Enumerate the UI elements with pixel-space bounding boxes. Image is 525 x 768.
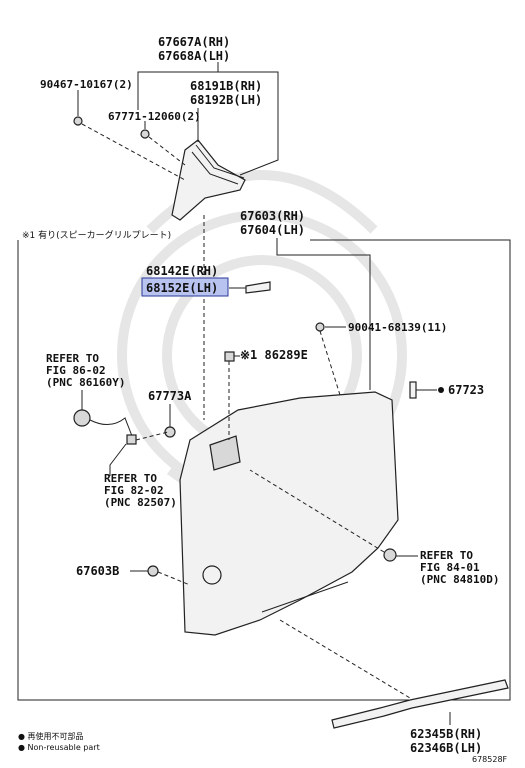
label-62346b: 62346B(LH) [410,741,482,755]
label-67603: 67603(RH) [240,209,305,223]
wire-harness [89,417,133,437]
leader-ref2 [109,443,127,476]
dash-lamp [249,469,385,553]
dash-67603b [157,571,191,586]
label-90467: 90467-10167(2) [40,78,133,91]
courtesy-lamp-part [383,548,397,562]
dash-clip2 [148,136,186,166]
label-67604: 67604(LH) [240,223,305,237]
speaker-part [73,409,91,427]
label-ref3-line2: FIG 84-01 [420,561,480,574]
label-90041: 90041-68139(11) [348,321,447,334]
door-trim-panel [179,391,399,636]
label-67667a: 67667A(RH) [158,35,230,49]
label-ref2-line2: FIG 82-02 [104,484,164,497]
legend-japanese: ● 再使用不可部品 [18,731,84,741]
weatherstrip-part [195,144,245,179]
legend-english: ● Non-reusable part [18,743,100,752]
clip-67771 [140,129,150,139]
clip-86289e [224,351,235,362]
panel-bottom-strip [261,581,349,613]
label-67668a: 67668A(LH) [158,49,230,63]
label-67603b: 67603B [76,564,119,578]
label-68192b: 68192B(LH) [190,93,262,107]
dash-connector [135,431,169,441]
clip-90467 [73,116,83,126]
label-62345b: 62345B(RH) [410,727,482,741]
label-67771: 67771-12060(2) [108,110,201,123]
section-frame [17,239,511,701]
connector-part [126,434,137,445]
label-68152e: 68152E(LH) [146,281,218,295]
label-ref2-line3: (PNC 82507) [104,496,177,509]
scuff-plate-part [331,679,509,729]
figure-code: 678528F [472,755,508,764]
upper-garnish-part [171,139,246,221]
label-68142e: 68142E(RH) [146,264,218,278]
weatherstrip-part-inner [191,151,239,185]
leader-67603 [276,238,371,390]
clip-90041 [315,322,325,332]
label-ref1-line3: (PNC 86160Y) [46,376,125,389]
armrest-part [209,435,241,471]
label-67773a: 67773A [148,389,192,403]
leader-67667a [137,62,279,176]
label-note1: ※1 有り(スピーカーグリルプレート) [22,229,171,241]
label-86289e: ※1 86289E [240,348,308,362]
label-ref2-line1: REFER TO [104,472,157,485]
label-68191b: 68191B(RH) [190,79,262,93]
dash-scuff [279,619,411,699]
label-ref1-line1: REFER TO [46,352,99,365]
dash-clip-90041 [319,330,341,396]
clip-67603b [147,565,159,577]
label-67723: 67723 [448,383,484,397]
non-reusable-mark-67723 [438,387,444,393]
label-ref1-line2: FIG 86-02 [46,364,106,377]
speaker-grille-plate-part [245,281,271,294]
label-ref3-line1: REFER TO [420,549,473,562]
pin-67723 [409,381,417,399]
speaker-grille-part [202,565,222,585]
highlight-68152e [141,277,229,297]
label-ref3-line3: (PNC 84810D) [420,573,499,586]
dash-clip1 [81,123,186,181]
